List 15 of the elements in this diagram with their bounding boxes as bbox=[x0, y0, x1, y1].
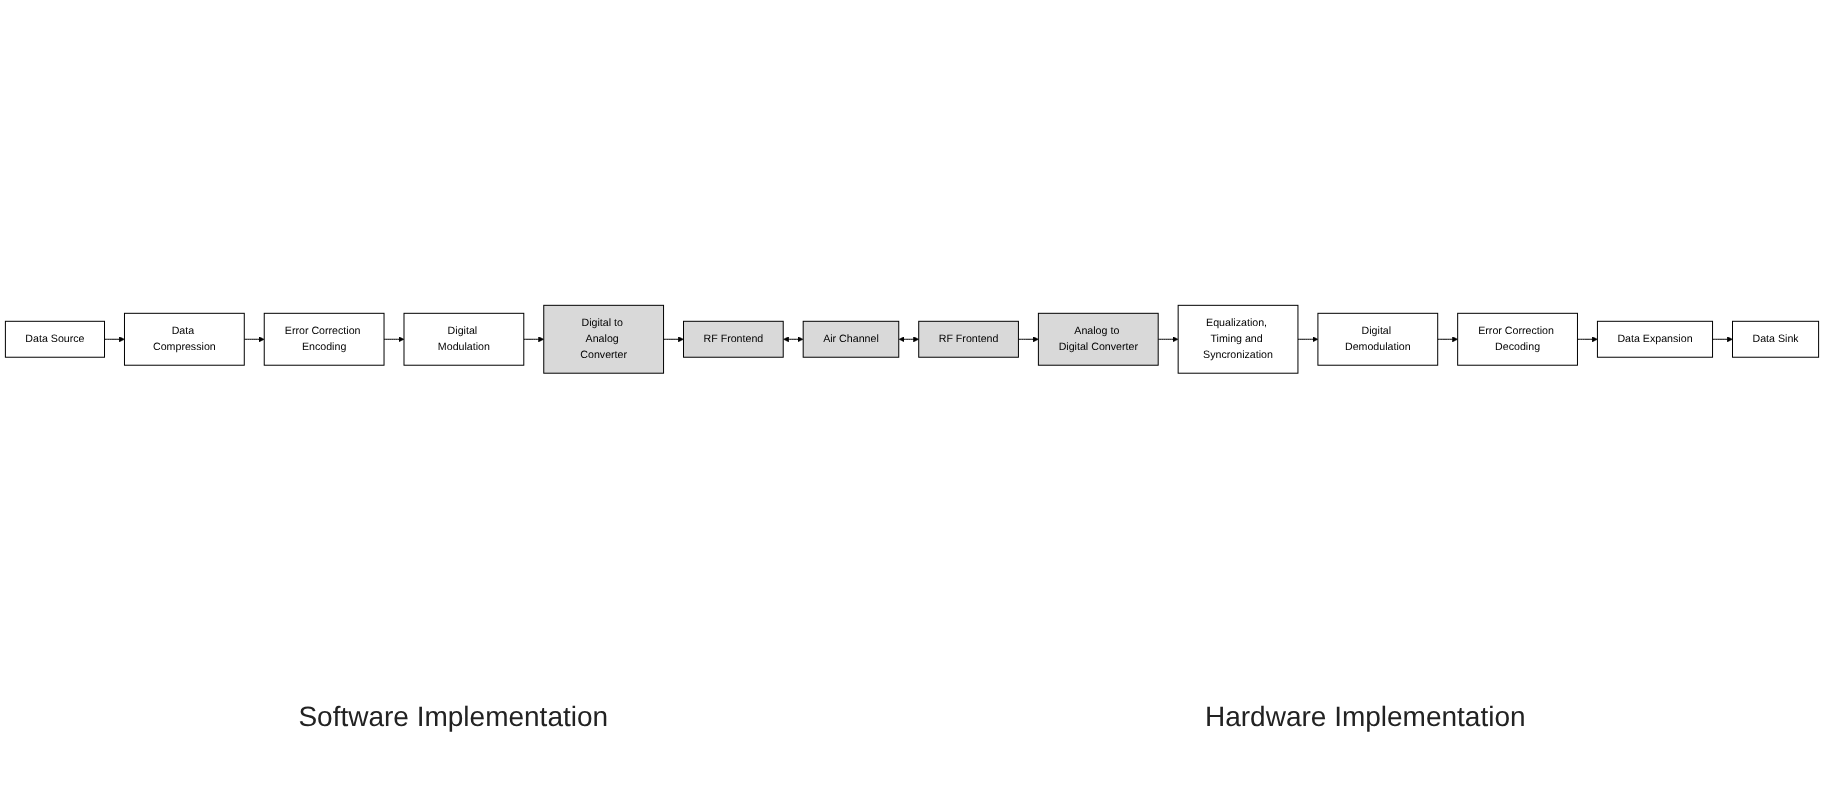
arrow bbox=[1157, 337, 1179, 343]
section-label: Hardware Implementation bbox=[1204, 700, 1526, 732]
arrow bbox=[1297, 337, 1319, 343]
section-label: Software Implementation bbox=[298, 700, 609, 732]
arrow bbox=[898, 337, 919, 343]
arrow bbox=[383, 337, 405, 343]
arrow bbox=[1437, 337, 1458, 343]
arrow bbox=[783, 337, 804, 343]
arrow bbox=[523, 337, 544, 343]
arrow bbox=[104, 337, 125, 343]
arrow bbox=[663, 337, 684, 343]
arrow bbox=[1712, 337, 1733, 343]
arrow bbox=[1576, 337, 1598, 343]
arrow bbox=[243, 337, 265, 343]
arrow bbox=[1017, 337, 1039, 343]
